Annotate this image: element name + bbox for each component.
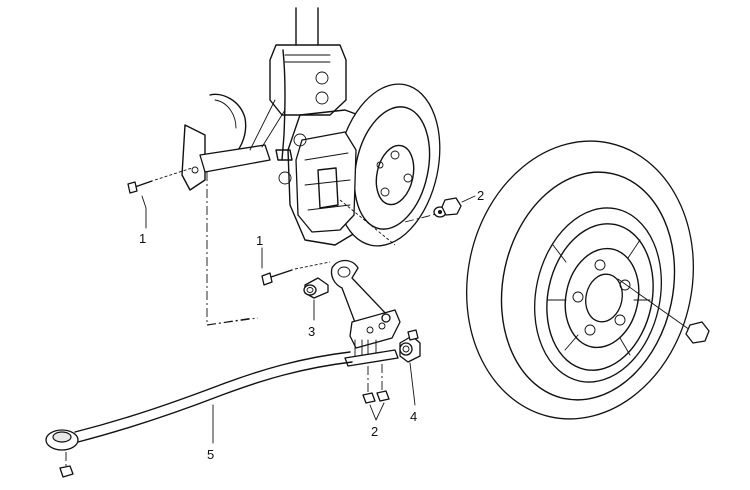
- wheel-and-tire: [465, 140, 710, 420]
- callout-1-bracket-bolt: 1: [139, 231, 146, 246]
- alignment-lines: [206, 172, 259, 326]
- callout-4-bushing: 4: [410, 409, 417, 424]
- link-bushing: [303, 277, 329, 299]
- upper-nut-and-washer: [404, 197, 462, 223]
- stabilizer-bar: [45, 351, 353, 478]
- callout-5-stabilizer-bar: 5: [207, 447, 214, 462]
- bracket-bolt: [127, 167, 193, 194]
- callout-1-link-bolt: 1: [256, 233, 263, 248]
- brake-caliper: [278, 131, 396, 246]
- callout-2-lower-nuts: 2: [371, 424, 378, 439]
- lower-studs-and-nuts: [344, 339, 399, 404]
- stabilizer-bushing: [399, 329, 421, 363]
- link-bolt: [261, 261, 331, 286]
- callout-3-bushing: 3: [308, 324, 315, 339]
- mounting-bracket: [181, 93, 286, 191]
- callout-2-nut-washer: 2: [477, 188, 484, 203]
- control-link-arm: [330, 259, 401, 349]
- callout-leaders: [141, 195, 476, 444]
